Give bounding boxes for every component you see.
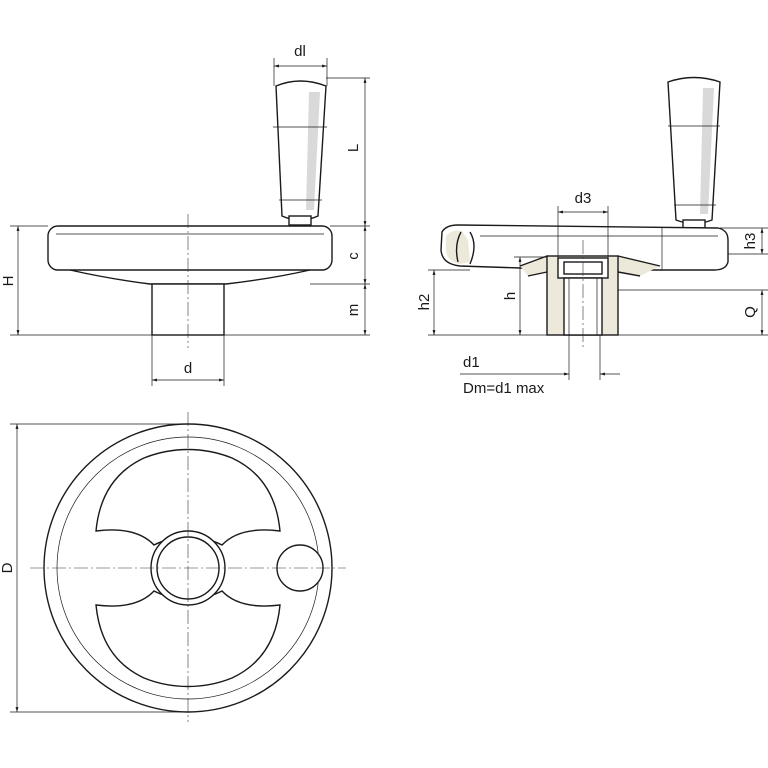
label-d1: d1 [463,354,480,371]
label-H: H [0,276,17,287]
label-d: d [184,360,192,377]
label-h: h [502,292,519,300]
handle-side-view [273,80,327,226]
spoke-window-upper [95,448,281,546]
label-Dm: Dm=d1 max [463,380,545,397]
label-d3: d3 [575,190,592,207]
front-view: D [0,412,346,722]
label-m: m [345,304,362,317]
section-view: d3 h3 Q h2 h d1 Dm=d1 max [416,76,768,397]
label-h3: h3 [742,233,759,250]
side-view: dl L c m H d [0,43,370,386]
label-c: c [345,252,362,260]
label-h2: h2 [416,294,433,311]
label-Q: Q [742,306,759,318]
rim-section-view [440,224,729,271]
rim-side-view [47,225,333,285]
spoke-window-lower [95,590,281,688]
handle-section-view [667,76,721,229]
label-dl: dl [294,43,306,60]
label-D: D [0,562,16,573]
hub-section [519,255,661,336]
label-L: L [345,144,362,152]
